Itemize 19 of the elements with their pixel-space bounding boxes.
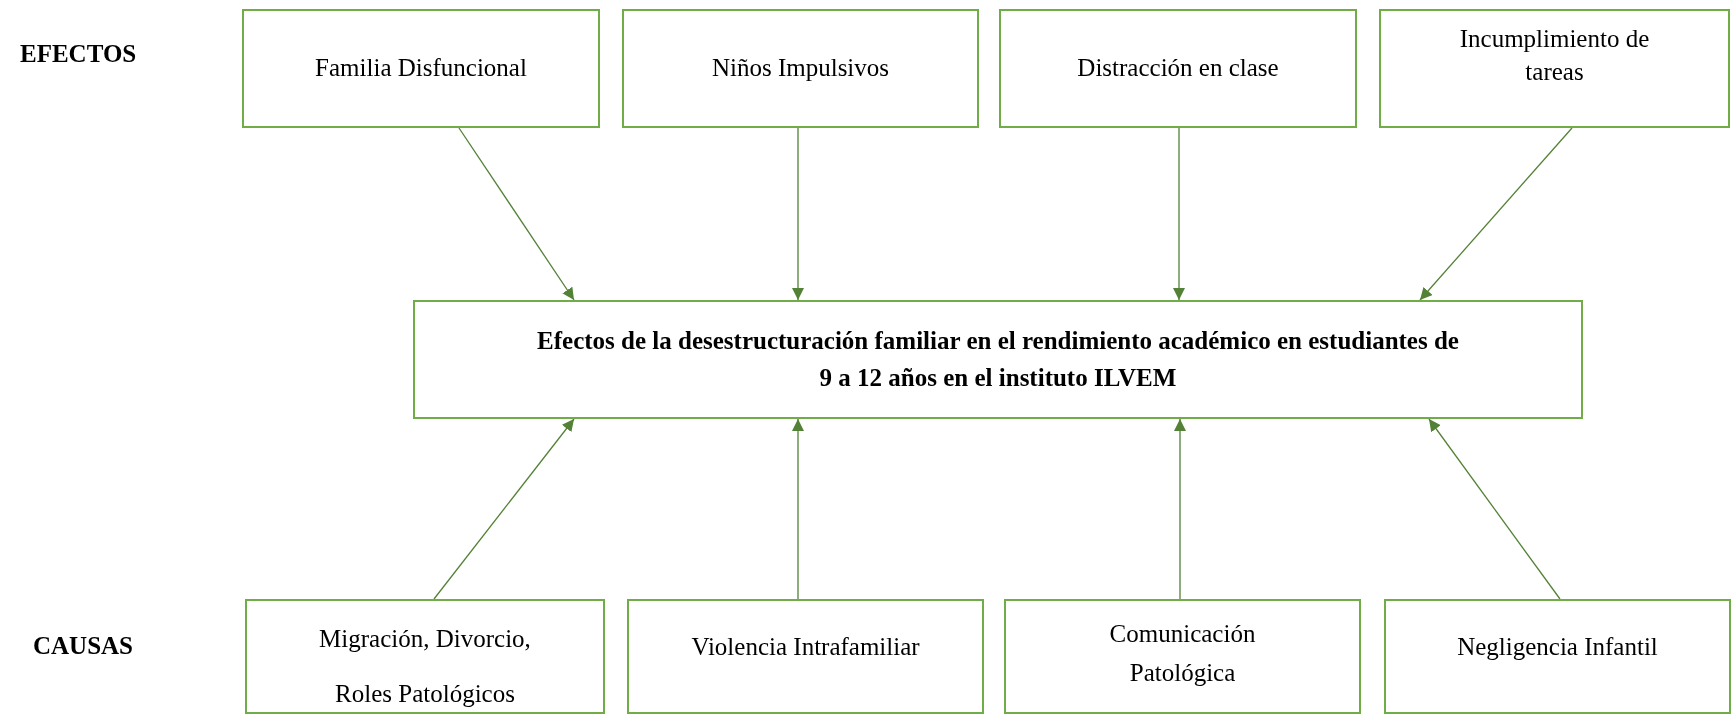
arrow (1428, 418, 1561, 600)
arrow (792, 127, 804, 301)
text-box: Migración, Divorcio, Roles Patológicos (245, 599, 605, 714)
text-box: Negligencia Infantil (1384, 599, 1731, 714)
arrow (1174, 418, 1186, 600)
row-label: CAUSAS (33, 632, 134, 660)
arrow (458, 127, 575, 301)
text-box: Niños Impulsivos (622, 9, 979, 128)
row-label: EFECTOS (20, 40, 137, 68)
arrow (433, 418, 575, 600)
arrow (1173, 127, 1185, 301)
text-box: Incumplimiento de tareas (1379, 9, 1730, 128)
text-box: Comunicación Patológica (1004, 599, 1361, 714)
arrow (792, 418, 804, 600)
text-box: Familia Disfuncional (242, 9, 600, 128)
text-box: Distracción en clase (999, 9, 1357, 128)
text-box: Violencia Intrafamiliar (627, 599, 984, 714)
problem-box: Efectos de la desestructuración familiar en el rendimiento académico en estudiantes de 9 a 12 años en el instituto ILVEM (413, 300, 1583, 419)
arrow (1419, 127, 1573, 301)
